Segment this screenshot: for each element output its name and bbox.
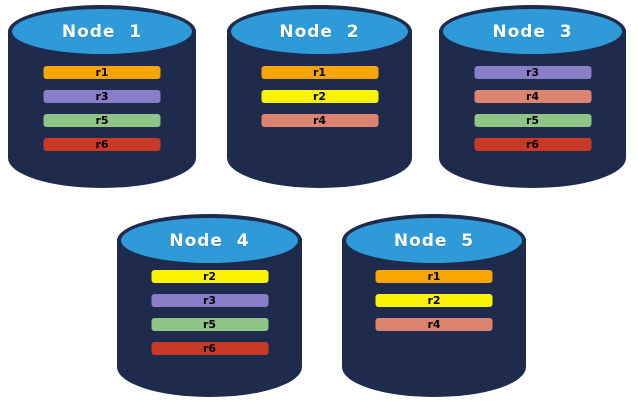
- replica-bar-r4: r4: [261, 114, 378, 127]
- replica-bar-list: r1 r3 r5 r6: [43, 66, 161, 151]
- cylinder-top-ellipse: Node 1: [8, 5, 196, 58]
- node-title: Node 3: [492, 21, 573, 42]
- replica-bar-r5: r5: [151, 318, 268, 331]
- replica-bar-r3: r3: [151, 294, 268, 307]
- replica-bar-r1: r1: [261, 66, 378, 79]
- replica-bar-r6: r6: [151, 342, 268, 355]
- db-cylinder-node-3: Node 3 r3 r4 r5 r6: [439, 5, 626, 188]
- replica-bar-r2: r2: [261, 90, 378, 103]
- replica-bar-list: r1 r2 r4: [261, 66, 378, 127]
- db-cylinder-node-1: Node 1 r1 r3 r5 r6: [8, 5, 196, 188]
- node-title: Node 4: [169, 230, 250, 251]
- node-title: Node 1: [61, 21, 143, 42]
- replica-bar-r1: r1: [43, 66, 161, 79]
- replica-bar-r6: r6: [43, 138, 161, 151]
- cylinder-top-ellipse: Node 5: [342, 214, 526, 267]
- node-title: Node 2: [279, 21, 360, 42]
- replica-bar-r5: r5: [474, 114, 591, 127]
- replica-bar-r6: r6: [474, 138, 591, 151]
- replica-bar-r4: r4: [474, 90, 591, 103]
- db-cylinder-node-5: Node 5 r1 r2 r4: [342, 214, 526, 397]
- db-cylinder-node-2: Node 2 r1 r2 r4: [227, 5, 412, 188]
- replica-bar-list: r1 r2 r4: [375, 270, 493, 331]
- replica-bar-list: r2 r3 r5 r6: [151, 270, 268, 355]
- replica-bar-r3: r3: [43, 90, 161, 103]
- cylinder-top-ellipse: Node 3: [439, 5, 626, 58]
- replica-bar-r2: r2: [375, 294, 493, 307]
- cylinder-top-ellipse: Node 2: [227, 5, 412, 58]
- cylinder-top-ellipse: Node 4: [117, 214, 302, 267]
- replica-bar-list: r3 r4 r5 r6: [474, 66, 591, 151]
- node-title: Node 5: [393, 230, 475, 251]
- replica-bar-r1: r1: [375, 270, 493, 283]
- replica-bar-r4: r4: [375, 318, 493, 331]
- replica-bar-r2: r2: [151, 270, 268, 283]
- db-cylinder-node-4: Node 4 r2 r3 r5 r6: [117, 214, 302, 397]
- replica-bar-r5: r5: [43, 114, 161, 127]
- replica-bar-r3: r3: [474, 66, 591, 79]
